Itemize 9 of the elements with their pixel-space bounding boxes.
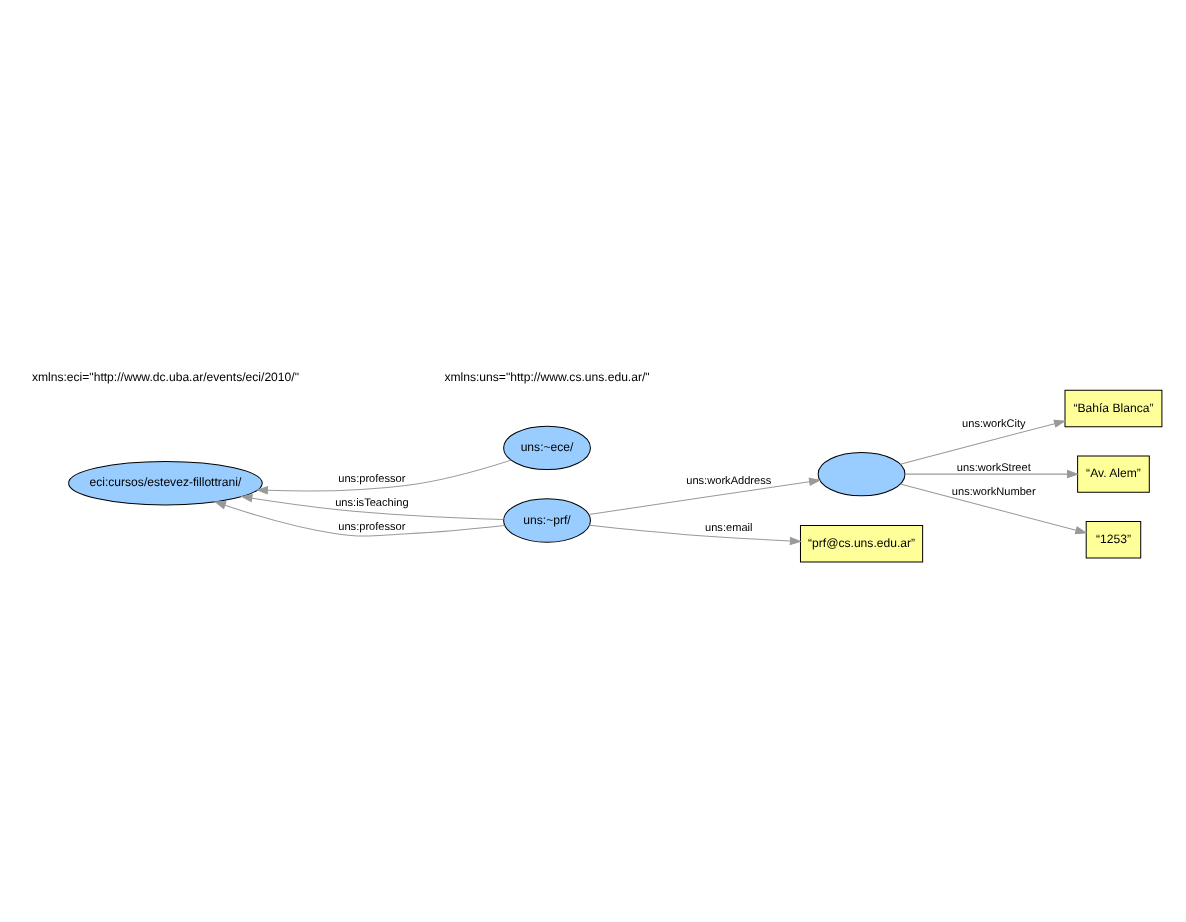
arrow (904, 469, 1080, 479)
arrow (240, 494, 504, 521)
arrow (213, 501, 506, 537)
arrow (899, 483, 1088, 535)
node-ellipse (817, 451, 906, 497)
arrow (589, 524, 802, 546)
arrow (255, 459, 512, 495)
arrow (588, 477, 822, 515)
arrow (899, 419, 1067, 465)
